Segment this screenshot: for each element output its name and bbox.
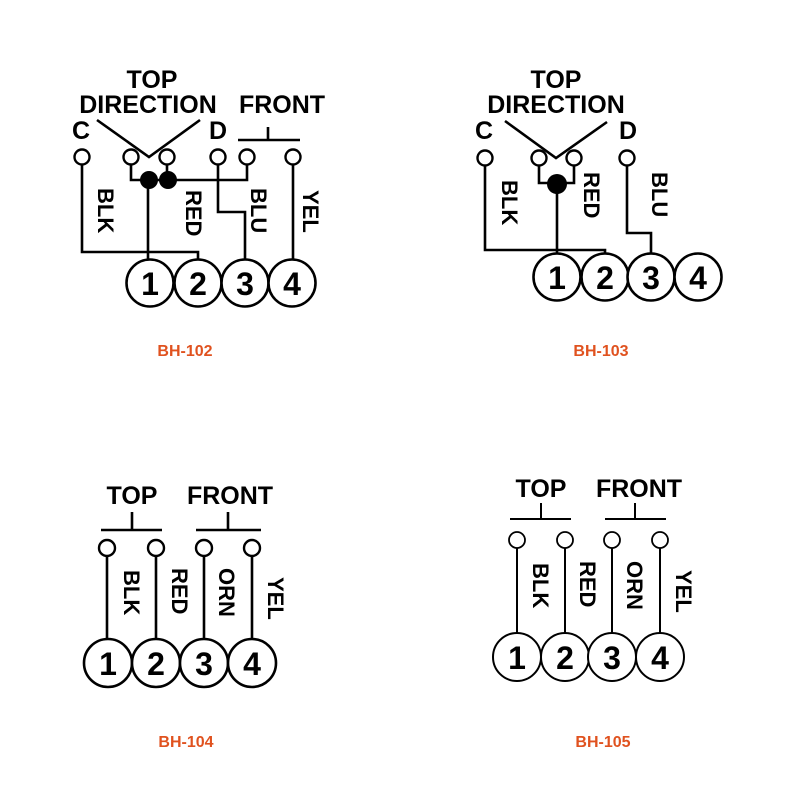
terminal-d xyxy=(209,148,227,166)
front-label: FRONT xyxy=(239,91,325,119)
wire-label-red: RED xyxy=(575,561,600,607)
wire-label-blk: BLK xyxy=(119,570,144,615)
terminal-number: 3 xyxy=(642,260,660,296)
terminal-number: 2 xyxy=(556,640,574,676)
model-label: BH-105 xyxy=(575,734,630,751)
terminal-front-b xyxy=(284,148,302,166)
terminal-front-b xyxy=(651,531,669,549)
direction-label: DIRECTION xyxy=(79,91,217,119)
top-label: TOP xyxy=(516,475,567,503)
wire-label-yel: YEL xyxy=(263,577,288,620)
terminal-top-a xyxy=(508,531,526,549)
terminal-number: 2 xyxy=(147,646,165,682)
d-label: D xyxy=(209,117,227,145)
terminal-number: 1 xyxy=(99,646,117,682)
terminal-top-a xyxy=(122,148,140,166)
terminal-front-b xyxy=(242,538,262,558)
top-label: TOP xyxy=(531,66,582,94)
terminal-number: 2 xyxy=(596,260,614,296)
wire-label-red: RED xyxy=(579,172,604,218)
terminal-d xyxy=(618,149,636,167)
wire-label-blu: BLU xyxy=(647,172,672,217)
diagram-bh-102: TOP DIRECTION FRONT C D BLK RED BLU YEL xyxy=(72,66,325,360)
terminal-front-a xyxy=(238,148,256,166)
wire-label-blu: BLU xyxy=(246,188,271,233)
terminal-number: 4 xyxy=(243,646,261,682)
wire-label-blk: BLK xyxy=(497,180,522,225)
wire-label-yel: YEL xyxy=(671,570,696,613)
wire-label-orn: ORN xyxy=(622,561,647,610)
wire-label-orn: ORN xyxy=(214,568,239,617)
terminal-number: 4 xyxy=(689,260,707,296)
d-label: D xyxy=(619,117,637,145)
front-label: FRONT xyxy=(187,482,273,510)
top-label: TOP xyxy=(127,66,178,94)
terminal-number: 3 xyxy=(195,646,213,682)
diagram-bh-104: TOP FRONT BLK RED ORN YEL 1 2 3 4 BH-104 xyxy=(82,482,288,751)
terminal-number: 1 xyxy=(141,266,159,302)
wiring-lines xyxy=(510,503,666,633)
front-label: FRONT xyxy=(596,475,682,503)
junction-dot xyxy=(547,174,567,194)
junction-dot xyxy=(159,171,177,189)
terminal-number: 4 xyxy=(283,266,301,302)
terminal-front-a xyxy=(194,538,214,558)
wire-label-yel: YEL xyxy=(298,190,323,233)
terminal-number: 2 xyxy=(189,266,207,302)
top-label: TOP xyxy=(107,482,158,510)
wire-label-blk: BLK xyxy=(528,563,553,608)
terminal-4 xyxy=(267,258,317,308)
direction-label: DIRECTION xyxy=(487,91,625,119)
terminal-top-a xyxy=(530,149,548,167)
model-label: BH-102 xyxy=(157,343,212,360)
c-label: C xyxy=(72,117,90,145)
model-label: BH-104 xyxy=(158,734,213,751)
wire-label-blk: BLK xyxy=(93,188,118,233)
diagram-bh-103: TOP DIRECTION C D BLK RED BLU 1 2 3 4 BH… xyxy=(475,66,723,360)
wire-label-red: RED xyxy=(167,568,192,614)
diagram-bh-105: TOP FRONT BLK RED ORN YEL 1 2 3 4 BH-105 xyxy=(492,475,696,751)
terminal-4 xyxy=(673,252,723,302)
wiring-lines xyxy=(80,118,300,260)
terminal-4 xyxy=(226,637,278,689)
terminal-top-b xyxy=(556,531,574,549)
junction-dot xyxy=(140,171,158,189)
terminal-number: 4 xyxy=(651,640,669,676)
terminal-c xyxy=(73,148,91,166)
model-label: BH-103 xyxy=(573,343,628,360)
terminal-top-b xyxy=(565,149,583,167)
terminal-number: 1 xyxy=(508,640,526,676)
wiring-lines xyxy=(101,512,261,640)
terminal-c xyxy=(476,149,494,167)
wire-label-red: RED xyxy=(181,190,206,236)
terminal-top-b xyxy=(158,148,176,166)
terminal-number: 1 xyxy=(548,260,566,296)
terminal-top-a xyxy=(97,538,117,558)
terminal-top-b xyxy=(146,538,166,558)
terminal-number: 3 xyxy=(236,266,254,302)
terminal-number: 3 xyxy=(603,640,621,676)
terminal-front-a xyxy=(603,531,621,549)
c-label: C xyxy=(475,117,493,145)
terminal-4 xyxy=(635,632,685,682)
